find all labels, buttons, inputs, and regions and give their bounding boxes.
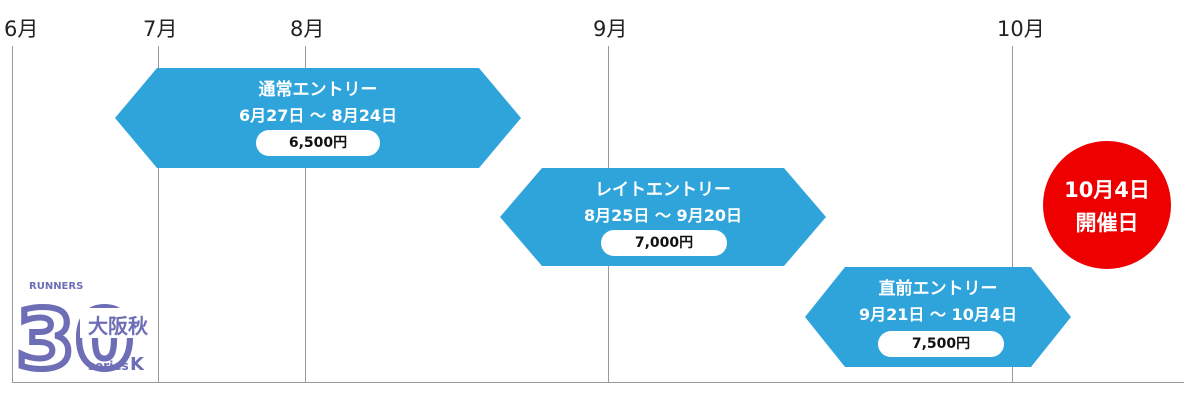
month-label-october: 10月 [997, 17, 1045, 41]
osaka-autumn-30-logo: RUNNERS 30 大阪秋 series K [18, 281, 156, 374]
timeline-baseline [12, 382, 1184, 383]
hexagon-shape [500, 168, 826, 266]
logo-kanji-backdrop [80, 308, 156, 338]
month-gridline [1012, 46, 1013, 382]
last-minute-entry-price: 7,500円 [878, 331, 1004, 357]
logo-series-letter: K [130, 354, 145, 374]
regular-entry-dates: 6月27日 ～ 8月24日 [239, 106, 397, 125]
event-day-badge: 10月4日 開催日 [1043, 141, 1171, 269]
regular-entry-period: 通常エントリー 6月27日 ～ 8月24日 6,500円 [115, 68, 521, 168]
late-entry-dates: 8月25日 ～ 9月20日 [584, 206, 742, 225]
regular-entry-price: 6,500円 [256, 130, 380, 156]
last-minute-entry-period: 直前エントリー 9月21日 ～ 10月4日 7,500円 [805, 267, 1071, 367]
month-gridline [305, 46, 306, 382]
late-entry-period: レイトエントリー 8月25日 ～ 9月20日 7,000円 [500, 168, 826, 266]
month-label-june: 6月 [4, 17, 39, 41]
month-label-july: 7月 [143, 17, 178, 41]
month-label-september: 9月 [593, 17, 628, 41]
regular-entry-title: 通常エントリー [258, 80, 378, 100]
event-date: 10月4日 [1064, 178, 1150, 202]
month-label-august: 8月 [290, 17, 325, 41]
logo-kanji: 大阪秋 [88, 314, 149, 338]
month-gridline [12, 46, 13, 382]
event-label: 開催日 [1075, 211, 1139, 235]
logo-series-text: series [88, 359, 129, 373]
late-entry-title: レイトエントリー [595, 180, 731, 200]
late-entry-price: 7,000円 [601, 230, 727, 256]
last-minute-entry-dates: 9月21日 ～ 10月4日 [859, 305, 1017, 324]
month-gridline [158, 46, 159, 382]
hexagon-shape [805, 267, 1071, 367]
hexagon-shape [115, 68, 521, 168]
last-minute-entry-title: 直前エントリー [878, 279, 998, 299]
logo-runners-text: RUNNERS [29, 281, 83, 292]
